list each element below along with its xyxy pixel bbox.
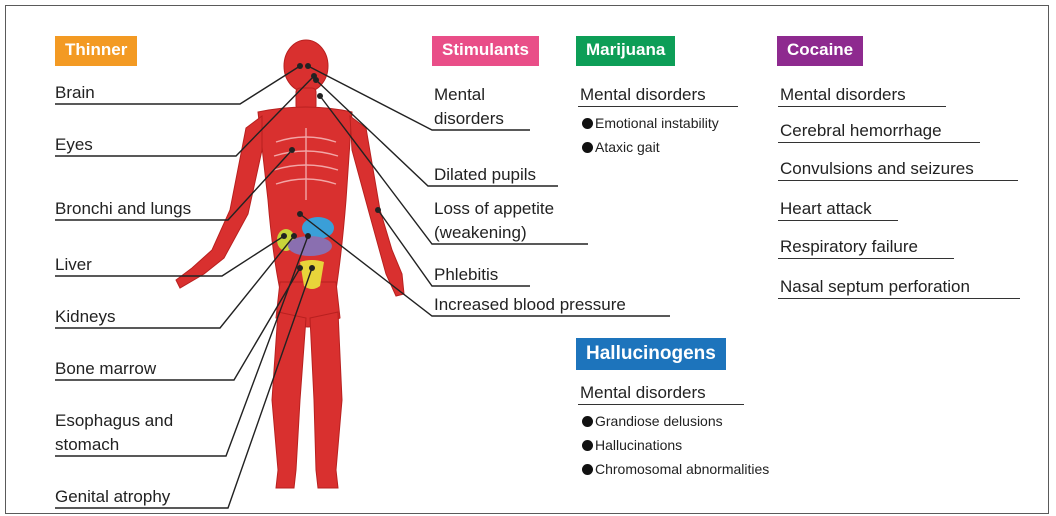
bullet-dot-icon <box>582 440 593 451</box>
marijuana-heading: Mental disorders <box>580 84 706 106</box>
thinner-item-esophagus: Esophagus and <box>55 410 173 432</box>
marijuana-bullet-2: Ataxic gait <box>582 138 660 156</box>
stimulants-item-loss-appetite: Loss of appetite <box>434 198 554 220</box>
thinner-item-kidneys: Kidneys <box>55 306 115 328</box>
stimulants-item-phlebitis: Phlebitis <box>434 264 498 286</box>
cocaine-underline-6 <box>778 298 1020 299</box>
hallucinogens-bullet-2: Hallucinations <box>582 436 682 454</box>
cocaine-underline-4 <box>778 220 898 221</box>
hallucinogens-heading: Mental disorders <box>580 382 706 404</box>
stimulants-item-mental: Mental <box>434 84 485 106</box>
thinner-item-lungs: Bronchi and lungs <box>55 198 191 220</box>
cocaine-underline-5 <box>778 258 954 259</box>
marijuana-heading-underline <box>578 106 738 107</box>
hallucinogens-bullet-1: Grandiose delusions <box>582 412 723 430</box>
stimulants-item-dilated-pupils: Dilated pupils <box>434 164 536 186</box>
hallucinogens-heading-underline <box>578 404 744 405</box>
stimulants-item-blood-pressure: Increased blood pressure <box>434 294 626 316</box>
thinner-item-brain: Brain <box>55 82 95 104</box>
cocaine-item-nasal: Nasal septum perforation <box>780 276 970 298</box>
bullet-dot-icon <box>582 118 593 129</box>
hallucinogens-bullet-3: Chromosomal abnormalities <box>582 460 769 478</box>
bullet-dot-icon <box>582 464 593 475</box>
human-body-figure <box>176 40 404 488</box>
stimulants-badge: Stimulants <box>432 36 539 66</box>
bullet-dot-icon <box>582 416 593 427</box>
cocaine-item-mental: Mental disorders <box>780 84 906 106</box>
cocaine-underline-1 <box>778 106 946 107</box>
cocaine-underline-2 <box>778 142 980 143</box>
thinner-badge: Thinner <box>55 36 137 66</box>
cocaine-item-cerebral: Cerebral hemorrhage <box>780 120 942 142</box>
cocaine-item-heart-attack: Heart attack <box>780 198 872 220</box>
thinner-item-liver: Liver <box>55 254 92 276</box>
thinner-item-stomach: stomach <box>55 434 119 456</box>
stimulants-item-disorders: disorders <box>434 108 504 130</box>
thinner-item-bone-marrow: Bone marrow <box>55 358 156 380</box>
cocaine-badge: Cocaine <box>777 36 863 66</box>
cocaine-underline-3 <box>778 180 1018 181</box>
stimulants-item-weakening: (weakening) <box>434 222 527 244</box>
hallucinogens-badge: Hallucinogens <box>576 338 726 370</box>
marijuana-badge: Marijuana <box>576 36 675 66</box>
bullet-dot-icon <box>582 142 593 153</box>
thinner-item-eyes: Eyes <box>55 134 93 156</box>
thinner-item-genital-atrophy: Genital atrophy <box>55 486 170 508</box>
marijuana-bullet-1: Emotional instability <box>582 114 719 132</box>
cocaine-item-respiratory: Respiratory failure <box>780 236 918 258</box>
cocaine-item-convulsions: Convulsions and seizures <box>780 158 974 180</box>
